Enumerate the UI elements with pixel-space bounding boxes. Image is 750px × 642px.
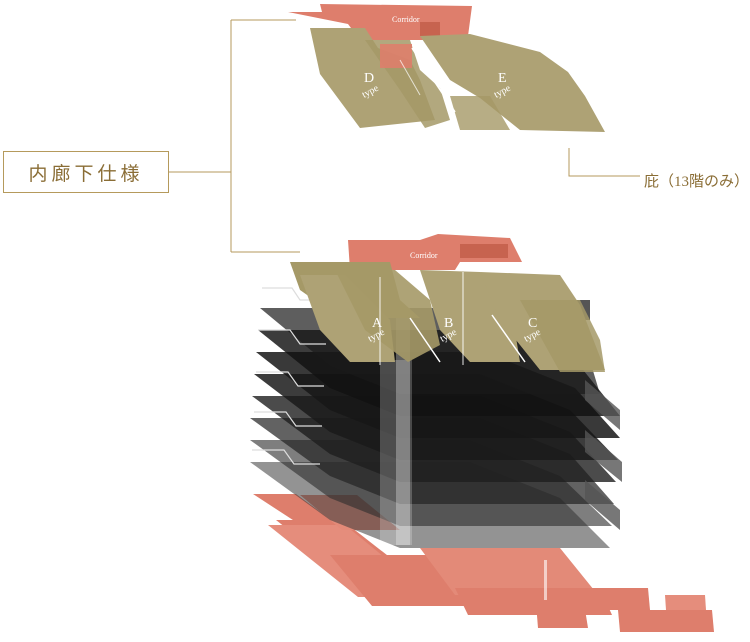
inner-corridor-spec-label: 内廊下仕様 xyxy=(3,151,169,193)
corridor-label-top: Corridor xyxy=(392,15,420,24)
unit-a-letter: A xyxy=(372,316,383,331)
ground-floor-slab xyxy=(253,494,714,632)
corridor-label-typical: Corridor xyxy=(410,251,438,260)
unit-d-letter: D xyxy=(364,71,374,86)
top-floor-plan: Corridor D type E type xyxy=(288,4,605,132)
leader-lines xyxy=(169,19,640,253)
typical-floors-stack xyxy=(250,280,622,548)
typical-floor-plan: Corridor A type B type C type xyxy=(290,234,605,372)
spec-label-text: 内廊下仕様 xyxy=(28,163,144,185)
unit-b-letter: B xyxy=(444,316,453,331)
unit-e-letter: E xyxy=(498,71,507,86)
eaves-note-label: 庇（13階のみ） xyxy=(644,174,750,190)
unit-c-letter: C xyxy=(528,316,537,331)
